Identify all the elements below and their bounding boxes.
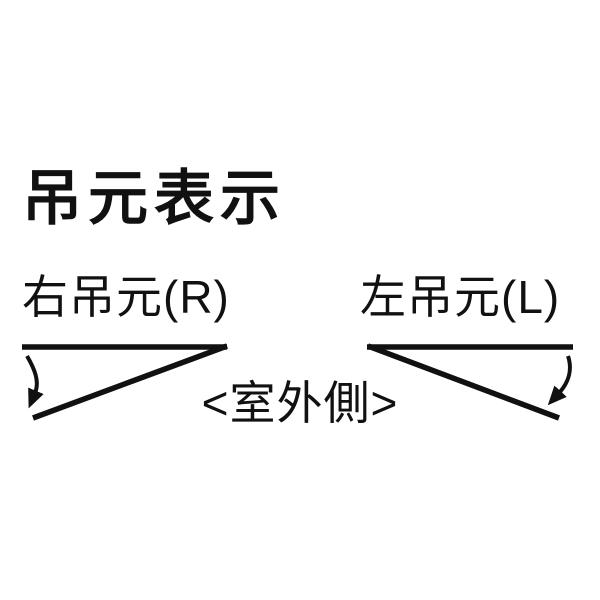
page-title: 吊元表示	[22, 165, 286, 232]
right-hinge-door-line	[32, 343, 228, 421]
left-hinge-swing-arrow-icon	[547, 355, 572, 406]
right-hinge-label: 右吊元(R)	[22, 271, 230, 323]
figure-right-hinge	[22, 343, 228, 421]
right-hinge-swing-arrow-icon	[25, 354, 44, 409]
left-hinge-label: 左吊元(L)	[360, 271, 561, 323]
left-hinge-door-line	[367, 343, 560, 421]
outdoor-side-label: <室外側>	[201, 377, 399, 429]
figure-left-hinge	[367, 343, 573, 421]
